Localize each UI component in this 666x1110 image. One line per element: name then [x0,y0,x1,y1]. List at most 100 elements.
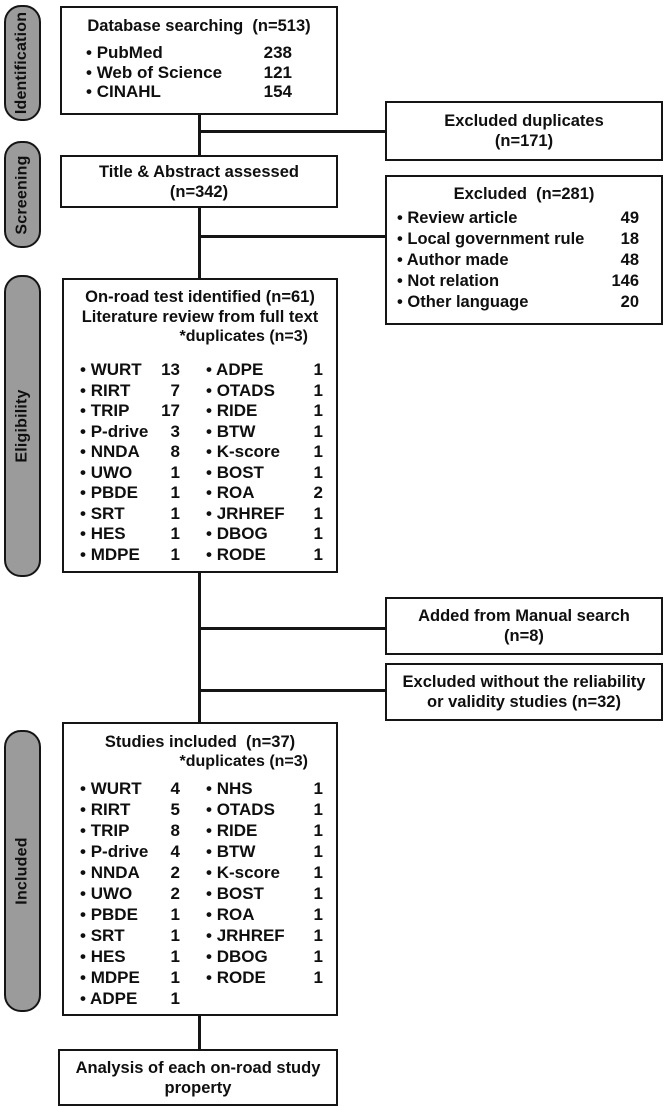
box-on-road-duplicates-note: *duplicates (n=3) [179,328,308,345]
list-item-label: OTADS [206,799,275,820]
box-excluded-title: Excluded (n=281) [453,185,595,203]
connector-to-excluded [198,235,385,238]
box-manual-search-line2: (n=8) [504,627,544,645]
box-manual-search: Added from Manual search (n=8) [385,597,663,655]
list-item-label: Review article [397,208,517,229]
list-item: NNDA 2 [80,862,180,883]
stage-label-included-text: Included [13,837,31,905]
box-on-road-title-line2: Literature review from full text [81,308,319,326]
list-item-label: ADPE [80,988,137,1009]
list-item-value: 1 [313,863,323,882]
list-item-value: 146 [611,272,639,290]
list-item-label: RIDE [206,820,258,841]
list-item-value: 1 [313,421,323,441]
box-excluded-reliability-line2: or validity studies (n=32) [427,693,621,711]
list-item-value: 2 [170,863,180,882]
list-item-value: 1 [313,503,323,523]
list-item: TRIP 17 [80,401,180,422]
list-item-label: BTW [206,422,256,443]
list-item-label: Other language [397,292,528,313]
list-item: DBOG 1 [206,946,323,967]
list-item-label: BOST [206,463,264,484]
list-item: RIDE 1 [206,401,323,422]
list-item-value: 1 [313,926,323,945]
list-item-value: 17 [161,401,180,420]
connector-to-excluded-duplicates [198,130,385,133]
list-item: K-score 1 [206,862,323,883]
list-item-value: 1 [313,947,323,966]
list-item-label: BTW [206,841,256,862]
box-analysis: Analysis of each on-road study property [58,1049,338,1106]
list-item: HES 1 [80,946,180,967]
stage-label-eligibility: Eligibility [4,275,41,577]
box-title-abstract-assessed: Title & Abstract assessed (n=342) [60,155,338,208]
list-item: NHS 1 [206,778,323,799]
list-item-label: ROA [206,904,255,925]
list-item-label: UWO [80,463,133,484]
list-item-value: 8 [170,442,180,461]
list-item: RIDE 1 [206,820,323,841]
list-item: Author made 48 [397,250,639,271]
list-item: PubMed 238 [86,43,292,63]
on-road-right-column: ADPE 1 OTADS 1 RIDE 1 BTW [206,360,323,565]
box-title-abstract-line1: Title & Abstract assessed [99,162,299,181]
list-item-label: NHS [206,778,253,799]
stage-label-screening-text: Screening [13,154,31,235]
box-studies-included-title: Studies included (n=37) [104,733,296,751]
list-item-value: 7 [170,380,180,400]
box-on-road-title-line1: On-road test identified (n=61) [85,288,315,306]
list-item-label: K-score [206,862,280,883]
list-item-label: Web of Science [86,63,222,83]
list-item-value: 1 [170,483,180,502]
list-item-label: UWO [80,883,133,904]
list-item: RODE 1 [206,967,323,988]
connector-included-to-analysis [198,1014,201,1051]
list-item-value: 1 [170,544,180,564]
connector-db-to-titleabstract [198,113,201,157]
list-item: JRHREF 1 [206,504,323,525]
list-item-value: 4 [170,842,180,861]
box-excluded-reliability-content: Excluded without the reliability or vali… [387,665,661,719]
list-item: RODE 1 [206,545,323,566]
box-title-abstract-line2: (n=342) [169,182,229,201]
connector-titleabstract-to-eligibility [198,208,201,280]
excluded-reasons-list: Review article 49 Local government rule … [387,208,661,313]
list-item: OTADS 1 [206,381,323,402]
list-item-value: 8 [170,821,180,840]
list-item-value: 121 [263,62,292,82]
list-item-label: P-drive [80,422,149,443]
list-item: UWO 1 [80,463,180,484]
box-excluded-reliability-line1: Excluded without the reliability [402,673,646,691]
list-item: ROA 1 [206,904,323,925]
list-item: OTADS 1 [206,799,323,820]
list-item-label: MDPE [80,545,140,566]
box-analysis-content: Analysis of each on-road study property [60,1051,336,1104]
list-item-label: NNDA [80,442,140,463]
list-item-label: RODE [206,967,266,988]
list-item: RIRT 5 [80,799,180,820]
list-item-value: 49 [620,209,639,227]
list-item-label: BOST [206,883,264,904]
list-item: ROA 2 [206,483,323,504]
stage-label-identification-text: Identification [13,11,31,115]
box-title-abstract-content: Title & Abstract assessed (n=342) [62,157,336,206]
list-item-value: 1 [170,989,180,1008]
list-item: ADPE 1 [206,360,323,381]
list-item-value: 18 [620,230,639,248]
list-item-label: Author made [397,250,509,271]
list-item: CINAHL 154 [86,82,292,102]
list-item-value: 1 [313,380,323,400]
list-item: TRIP 8 [80,820,180,841]
list-item: RIRT 7 [80,381,180,402]
box-excluded-duplicates-content: Excluded duplicates (n=171) [387,103,661,159]
box-database-searching-title: Database searching (n=513) [87,17,311,35]
on-road-columns: WURT 13 RIRT 7 TRIP 17 P-drive [64,360,336,565]
list-item: ADPE 1 [80,988,180,1009]
list-item: PBDE 1 [80,483,180,504]
list-item-label: K-score [206,442,280,463]
list-item-label: DBOG [206,946,268,967]
list-item: K-score 1 [206,442,323,463]
box-excluded-duplicates-line1: Excluded duplicates [444,112,604,130]
list-item-label: HES [80,946,126,967]
